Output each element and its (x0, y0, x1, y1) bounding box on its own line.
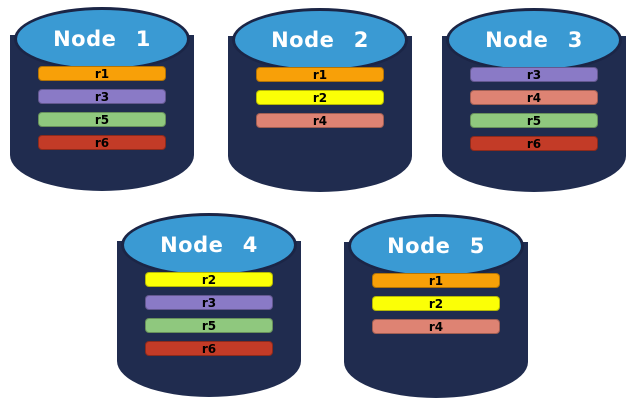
node-cylinder-4: Node 4 r2 r3 r5 r6 (117, 211, 301, 397)
replica-label: r5 (526, 113, 542, 128)
database-cylinder-top: Node 2 (232, 8, 408, 72)
database-cylinder-top: Node 3 (446, 8, 622, 72)
replica-bar-r5: r5 (145, 318, 273, 333)
replica-label: r3 (201, 295, 217, 310)
node-title: Node 1 (53, 27, 151, 51)
replica-label: r2 (428, 296, 444, 311)
node-title: Node 2 (271, 28, 369, 52)
replica-bar-r3: r3 (470, 67, 598, 82)
replica-label: r4 (526, 90, 542, 105)
replica-bar-r5: r5 (38, 112, 166, 127)
replica-list: r2 r3 r5 r6 (145, 272, 273, 356)
node-cylinder-3: Node 3 r3 r4 r5 r6 (442, 6, 626, 192)
replica-label: r3 (94, 89, 110, 104)
replica-label: r1 (94, 66, 110, 81)
replica-bar-r6: r6 (38, 135, 166, 150)
replica-bar-r6: r6 (470, 136, 598, 151)
replica-label: r6 (526, 136, 542, 151)
replica-list: r1 r2 r4 (256, 67, 384, 128)
replica-label: r1 (312, 67, 328, 82)
replica-label: r2 (312, 90, 328, 105)
replica-bar-r4: r4 (470, 90, 598, 105)
replica-bar-r4: r4 (372, 319, 500, 334)
replica-label: r1 (428, 273, 444, 288)
replica-bar-r1: r1 (256, 67, 384, 82)
node-cylinder-2: Node 2 r1 r2 r4 (228, 6, 412, 192)
replica-bar-r5: r5 (470, 113, 598, 128)
database-cylinder-top: Node 5 (348, 214, 524, 278)
replica-bar-r4: r4 (256, 113, 384, 128)
replica-list: r1 r2 r4 (372, 273, 500, 334)
database-cylinder-top: Node 1 (14, 7, 190, 71)
replica-bar-r1: r1 (372, 273, 500, 288)
replica-list: r1 r3 r5 r6 (38, 66, 166, 150)
replica-list: r3 r4 r5 r6 (470, 67, 598, 151)
replica-label: r3 (526, 67, 542, 82)
replica-bar-r2: r2 (145, 272, 273, 287)
replica-bar-r1: r1 (38, 66, 166, 81)
replica-label: r4 (428, 319, 444, 334)
replica-label: r5 (94, 112, 110, 127)
node-cylinder-5: Node 5 r1 r2 r4 (344, 212, 528, 398)
node-title: Node 4 (160, 233, 258, 257)
replica-bar-r2: r2 (256, 90, 384, 105)
replica-label: r4 (312, 113, 328, 128)
replica-label: r2 (201, 272, 217, 287)
database-cylinder-top: Node 4 (121, 213, 297, 277)
node-title: Node 3 (485, 28, 583, 52)
replica-label: r6 (94, 135, 110, 150)
replica-label: r6 (201, 341, 217, 356)
node-title: Node 5 (387, 234, 485, 258)
replica-bar-r6: r6 (145, 341, 273, 356)
replica-bar-r3: r3 (38, 89, 166, 104)
replica-bar-r3: r3 (145, 295, 273, 310)
replica-label: r5 (201, 318, 217, 333)
replica-bar-r2: r2 (372, 296, 500, 311)
node-cylinder-1: Node 1 r1 r3 r5 r6 (10, 5, 194, 191)
